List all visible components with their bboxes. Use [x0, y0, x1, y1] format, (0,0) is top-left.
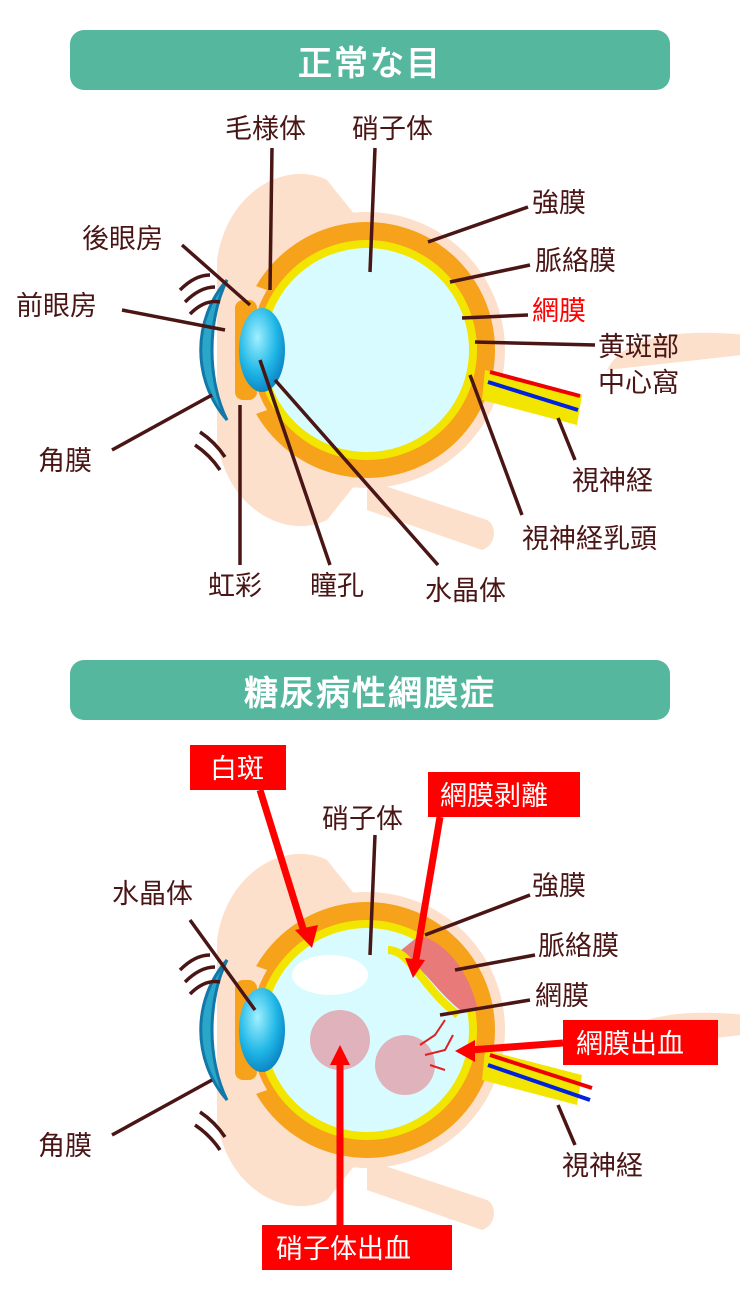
label-retina: 網膜: [532, 296, 586, 327]
label-vitreous: 硝子体: [322, 804, 403, 835]
callout-retinal-detachment: 網膜剥離: [440, 781, 548, 812]
diabetic-eye-illustration: [178, 832, 740, 1232]
callout-exudate: 白斑: [210, 754, 264, 785]
diabetic-eye-title: 糖尿病性網膜症: [70, 660, 670, 720]
label-lens: 水晶体: [425, 576, 506, 607]
label-sclera: 強膜: [532, 188, 586, 219]
label-vitreous: 硝子体: [352, 114, 433, 145]
label-retina: 網膜: [535, 981, 589, 1012]
label-ciliary-body: 毛様体: [225, 114, 306, 145]
normal-eye-illustration: [178, 152, 740, 552]
callout-vitreous-hemorrhage: 硝子体出血: [276, 1234, 411, 1265]
label-lens: 水晶体: [112, 879, 193, 910]
normal-eye-labels: 毛様体 硝子体 強膜 脈絡膜 網膜 黄斑部 中心窩 視神経 視神経乳頭 後眼房 …: [16, 114, 679, 607]
normal-eye-leaders: [111, 147, 596, 567]
diabetic-eye-leaders: [111, 788, 577, 1225]
label-pupil: 瞳孔: [310, 571, 364, 602]
label-anterior-chamber: 前眼房: [16, 291, 97, 322]
label-optic-nerve: 視神経: [572, 466, 653, 497]
label-posterior-chamber: 後眼房: [82, 224, 163, 255]
label-cornea: 角膜: [38, 446, 92, 477]
label-optic-nerve: 視神経: [562, 1151, 643, 1182]
callout-retinal-hemorrhage: 網膜出血: [576, 1029, 684, 1060]
label-choroid: 脈絡膜: [538, 931, 619, 962]
label-choroid: 脈絡膜: [535, 246, 616, 277]
label-optic-disc: 視神経乳頭: [522, 524, 657, 555]
label-fovea: 中心窩: [598, 368, 679, 399]
label-sclera: 強膜: [532, 871, 586, 902]
label-macula: 黄斑部: [598, 332, 679, 363]
normal-eye-title: 正常な目: [70, 30, 670, 90]
label-cornea: 角膜: [38, 1131, 92, 1162]
label-iris: 虹彩: [208, 571, 262, 602]
diabetic-eye-labels: 硝子体 水晶体 強膜 脈絡膜 網膜 角膜 視神経 白斑 網膜剥離 網膜出血 硝子…: [38, 745, 718, 1270]
